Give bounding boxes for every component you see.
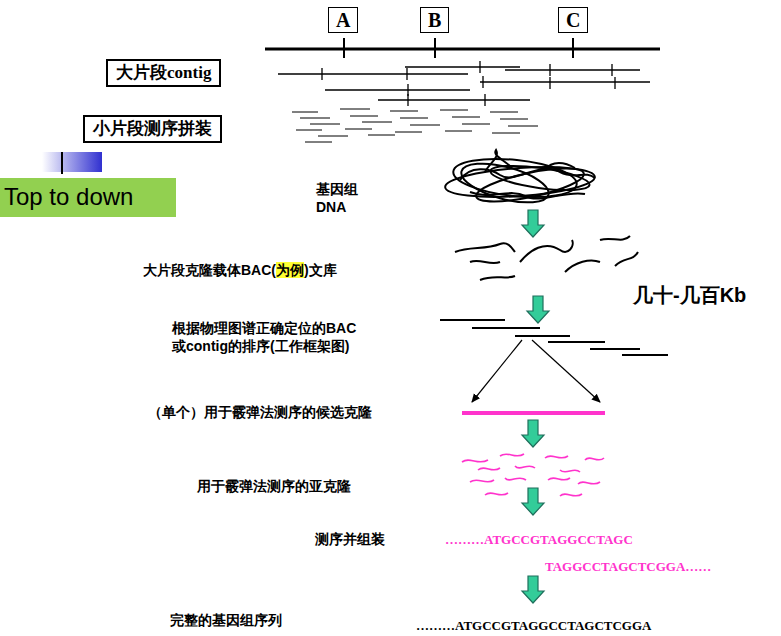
physical-map <box>265 38 660 58</box>
candidate-clone <box>462 411 605 415</box>
step-label: 完整的基因组序列 <box>170 612 282 630</box>
step-label: 大片段克隆载体BAC(为例)文库 <box>143 262 337 280</box>
box-text: 大片段contig <box>116 63 211 82</box>
box-text: A <box>336 9 350 31</box>
highlight <box>276 262 304 278</box>
marker-box: C <box>558 7 588 33</box>
marker-box: A <box>328 7 358 33</box>
contig-lines <box>278 61 650 106</box>
step-label: 用于霰弹法测序的亚克隆 <box>197 478 351 496</box>
box-text: B <box>428 9 441 31</box>
step-box: 小片段测序拼装 <box>83 115 222 143</box>
bac-tiling <box>440 320 668 355</box>
title-band: Top to down <box>0 178 176 217</box>
gradient-bar <box>42 152 102 174</box>
step-label: （单个）用于霰弹法测序的候选克隆 <box>148 404 372 422</box>
size-note: 几十-几百Kb <box>633 283 746 308</box>
step-label: 根据物理图谱正确定位的BAC 或contig的排序(工作框架图) <box>172 320 422 355</box>
sequence-read: TAGGCCTAGCTCGGA…… <box>545 559 711 575</box>
step-box: 大片段contig <box>106 59 221 87</box>
subclones <box>462 454 604 496</box>
sequence-reads <box>292 109 538 142</box>
box-text: Top to down <box>4 183 133 212</box>
bac-fragments <box>455 236 638 280</box>
genomic-dna <box>444 150 596 210</box>
genome-sequence: ………ATGCCGTAGGCCTAGCTCGGA <box>416 618 651 634</box>
marker-box: B <box>420 7 449 33</box>
box-text: C <box>566 9 580 31</box>
box-text: 小片段测序拼装 <box>93 119 212 138</box>
sequence-read: ………ATGCCGTAGGCCTAGC <box>445 532 633 548</box>
step-label: 基因组 DNA <box>316 181 378 216</box>
step-label: 测序并组装 <box>315 531 385 549</box>
selection-arrows <box>472 340 600 402</box>
